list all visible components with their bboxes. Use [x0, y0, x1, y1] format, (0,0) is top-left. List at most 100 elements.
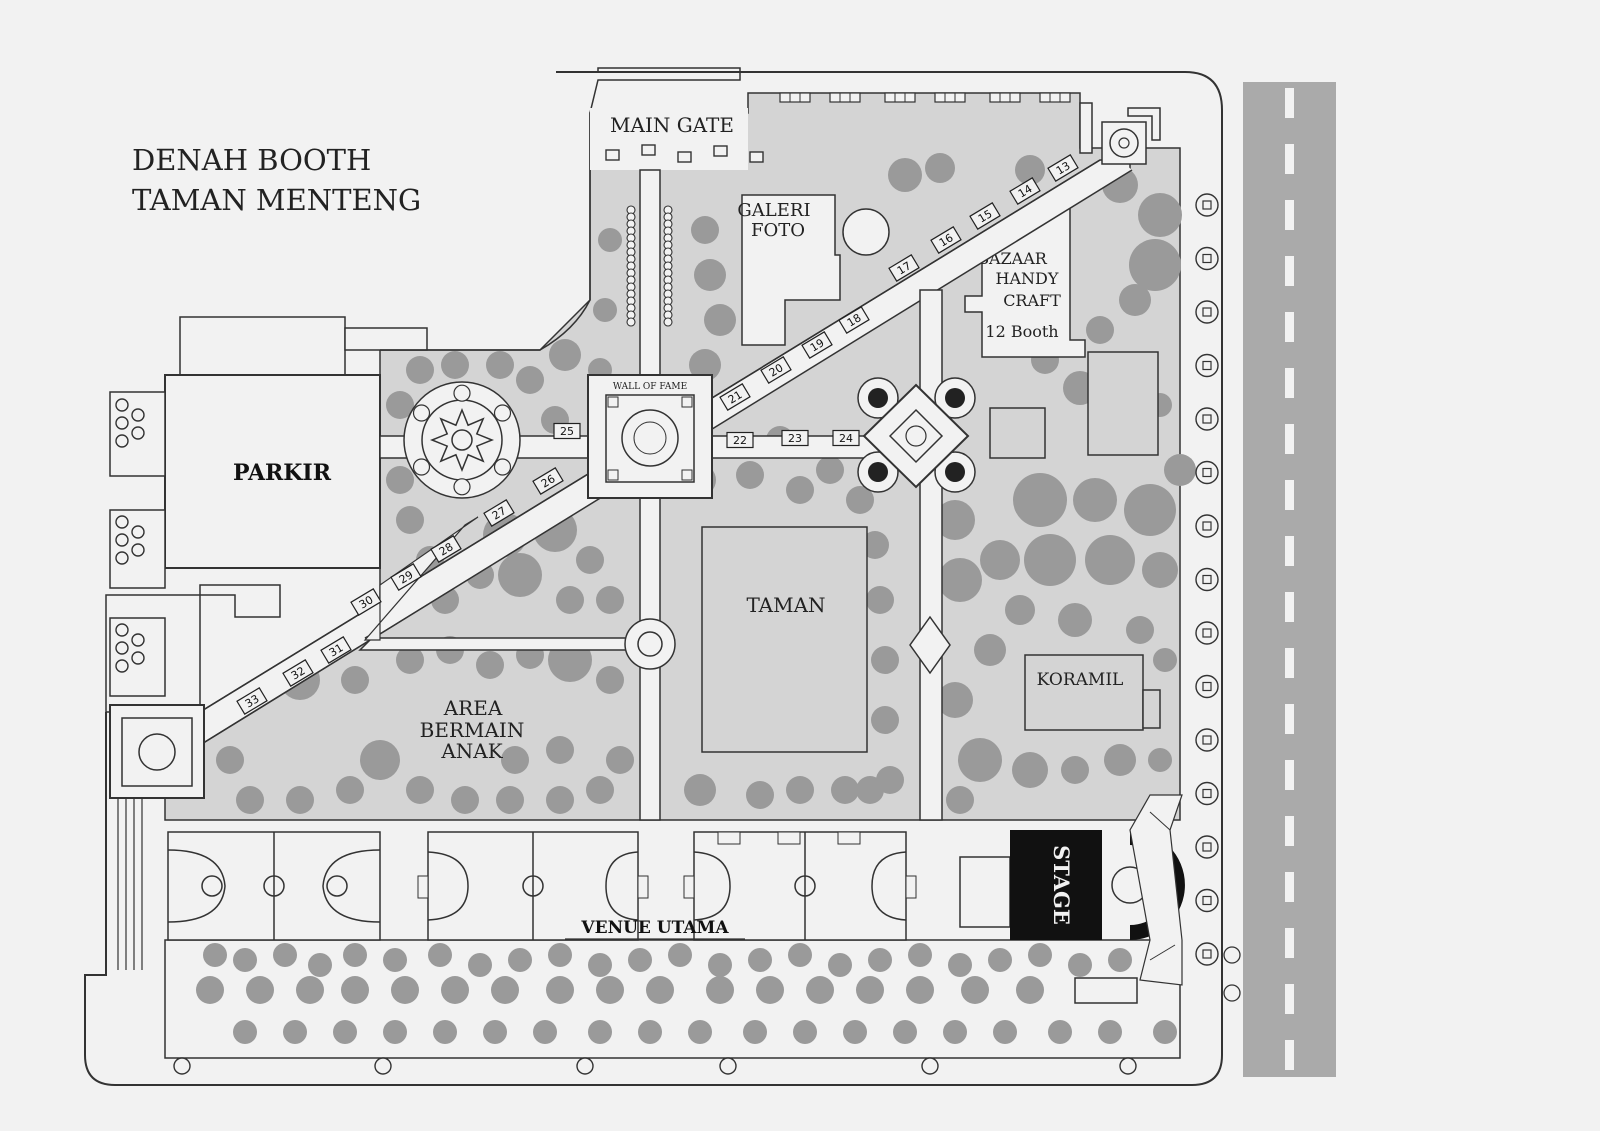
gate-post	[677, 151, 692, 163]
tree	[961, 976, 989, 1004]
tree	[1108, 948, 1132, 972]
bollard	[719, 1057, 737, 1075]
tree	[546, 786, 574, 814]
tree	[1086, 316, 1114, 344]
tree	[868, 948, 892, 972]
tree	[1153, 1020, 1177, 1044]
tree	[516, 366, 544, 394]
bollard-core	[1202, 253, 1212, 264]
parking-marker	[115, 623, 129, 637]
lane-dash	[1285, 760, 1294, 790]
tree	[386, 391, 414, 419]
title-line-1: DENAH BOOTH	[132, 143, 371, 177]
tree	[501, 746, 529, 774]
bollard	[374, 1057, 392, 1075]
parking-marker	[131, 408, 145, 422]
lane-dash	[1285, 704, 1294, 734]
tree	[908, 943, 932, 967]
tree	[689, 349, 721, 381]
tree	[688, 1020, 712, 1044]
booth-27: 27	[483, 499, 515, 527]
booth-number: 14	[1016, 182, 1035, 200]
tree	[483, 1020, 507, 1044]
booth-number: 18	[845, 311, 864, 329]
top-fence	[779, 92, 1071, 103]
booth-number: 27	[490, 504, 509, 522]
booth-box	[430, 535, 462, 563]
booth-number: 30	[357, 593, 376, 611]
booth-number: 16	[937, 231, 956, 249]
tree	[756, 976, 784, 1004]
booth-number: 19	[808, 336, 827, 354]
venue-utama-label: VENUE UTAMA	[580, 918, 729, 938]
parking-marker	[115, 416, 129, 430]
tree	[451, 786, 479, 814]
booth-13: 13	[1047, 154, 1079, 182]
booth-box	[532, 467, 564, 495]
booth-17: 17	[888, 254, 920, 282]
taman-garden: TAMAN	[701, 526, 868, 753]
main-gate-area: MAIN GATE	[380, 67, 764, 351]
booth-box	[236, 687, 268, 715]
tree	[556, 586, 584, 614]
left-fountain	[403, 381, 521, 499]
parking-marker	[131, 525, 145, 539]
tree	[974, 634, 1006, 666]
booth-14: 14	[1009, 177, 1041, 205]
tree	[428, 943, 452, 967]
north-walkway	[626, 169, 673, 376]
tree	[468, 953, 492, 977]
galeri-label-2: FOTO	[751, 220, 805, 241]
parking-marker	[115, 659, 129, 673]
lane-dash	[1285, 872, 1294, 902]
fountain-bench	[412, 458, 431, 476]
tree	[341, 666, 369, 694]
fence-segment	[829, 92, 861, 103]
tree	[1073, 478, 1117, 522]
tree	[935, 500, 975, 540]
bollard-core	[1202, 681, 1212, 692]
lane-dash	[1285, 368, 1294, 398]
tree	[668, 943, 692, 967]
booth-29: 29	[390, 563, 422, 591]
wall-of-fame-label: WALL OF FAME	[613, 382, 687, 392]
park-boundary	[84, 71, 1223, 1086]
booth-number: 24	[839, 432, 853, 445]
tree	[856, 776, 884, 804]
booth-box	[390, 563, 422, 591]
title-line-2: TAMAN MENTENG	[132, 183, 421, 217]
booth-21: 21	[719, 383, 751, 411]
tree	[748, 948, 772, 972]
bollard	[1223, 984, 1241, 1002]
booth-19: 19	[801, 331, 833, 359]
booth-26: 26	[532, 467, 564, 495]
booth-box	[832, 429, 860, 447]
taman-label: TAMAN	[746, 593, 825, 617]
booth-box	[282, 659, 314, 687]
tree	[396, 646, 424, 674]
tree	[1138, 193, 1182, 237]
tree	[1153, 648, 1177, 672]
tree	[628, 948, 652, 972]
booth-box	[1009, 177, 1041, 205]
tree	[546, 976, 574, 1004]
southwest-tower	[109, 704, 205, 970]
tree	[549, 339, 581, 371]
tree	[938, 558, 982, 602]
tree	[691, 216, 719, 244]
gate-post	[641, 144, 656, 156]
koramil-label: KORAMIL	[1037, 670, 1124, 690]
tree	[1016, 976, 1044, 1004]
right-fountain	[857, 377, 976, 675]
booth-25: 25	[553, 422, 581, 440]
tree	[1005, 595, 1035, 625]
tree	[993, 1020, 1017, 1044]
tree	[1129, 239, 1181, 291]
tree	[360, 740, 400, 780]
booth-20: 20	[760, 356, 792, 384]
tree	[786, 776, 814, 804]
tree	[496, 786, 524, 814]
parking-marker	[115, 434, 129, 448]
tree	[296, 976, 324, 1004]
tree	[1085, 535, 1135, 585]
